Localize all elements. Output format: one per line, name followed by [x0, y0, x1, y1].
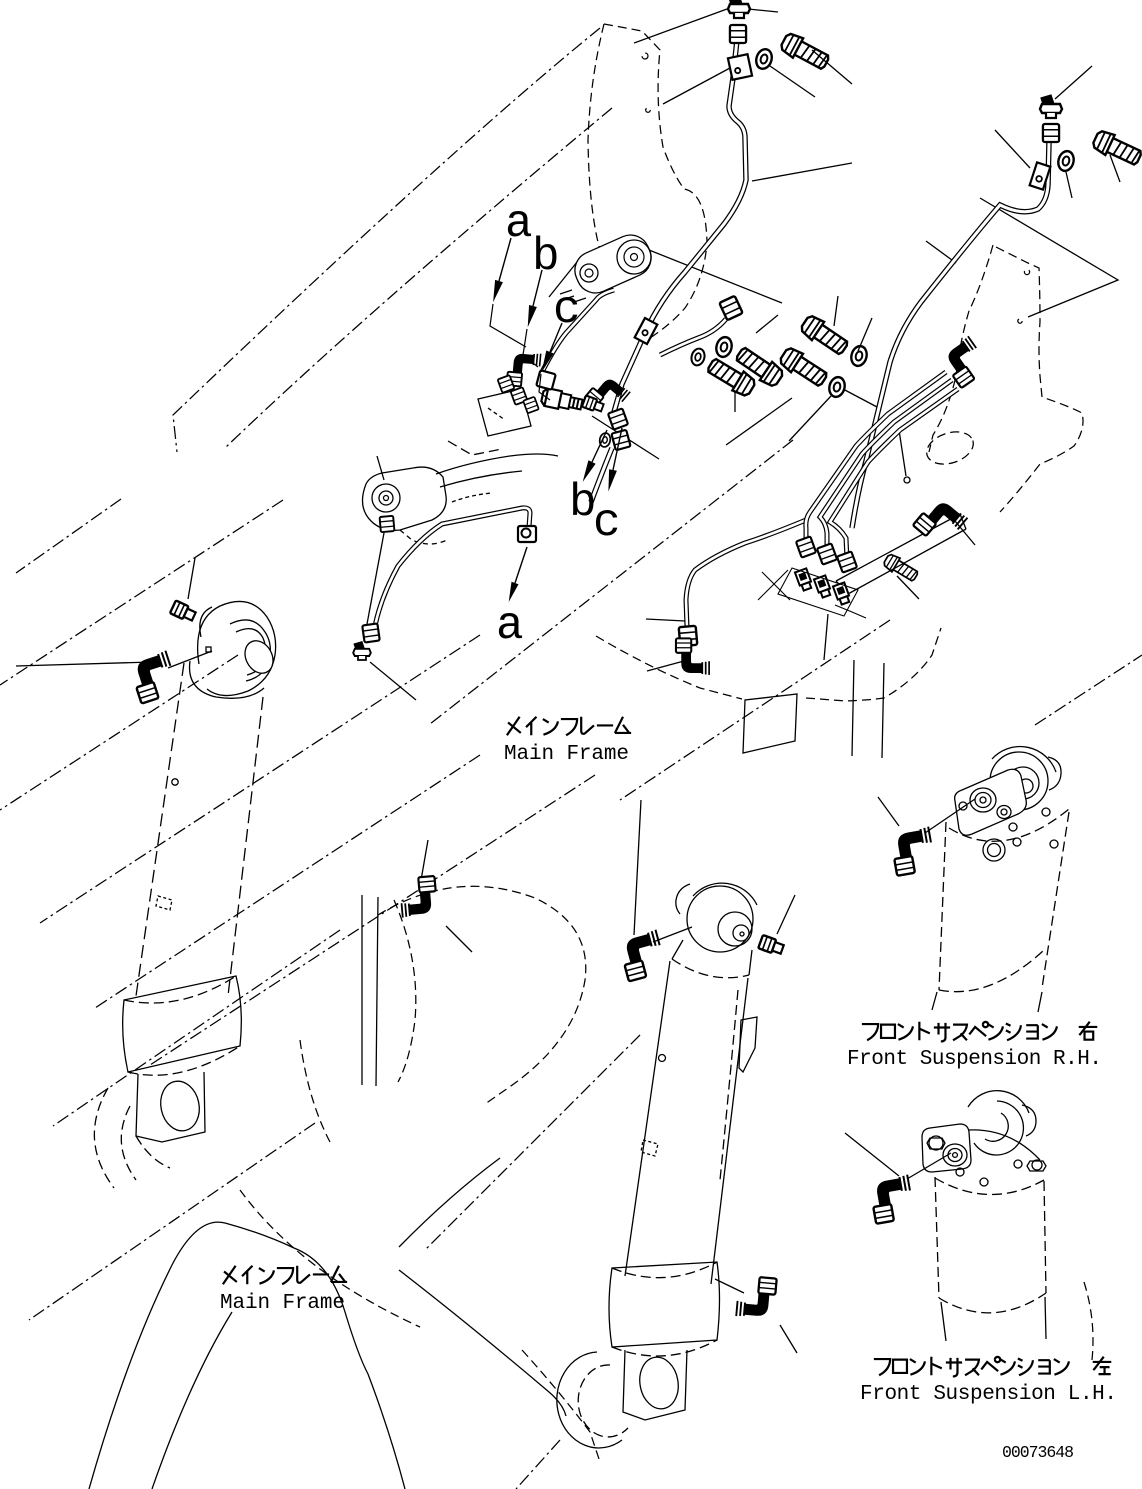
svg-text:Main Frame: Main Frame	[504, 743, 629, 766]
svg-text:c: c	[553, 284, 581, 336]
svg-text:Front Suspension R.H.: Front Suspension R.H.	[847, 1048, 1102, 1071]
svg-text:b: b	[569, 477, 597, 529]
svg-text:c: c	[593, 497, 621, 549]
svg-text:b: b	[532, 231, 560, 283]
svg-text:Main Frame: Main Frame	[220, 1292, 345, 1315]
svg-text:a: a	[496, 600, 524, 652]
svg-text:00073648: 00073648	[1002, 1443, 1074, 1462]
svg-text:Front Suspension L.H.: Front Suspension L.H.	[860, 1383, 1117, 1406]
svg-text:a: a	[505, 198, 533, 250]
